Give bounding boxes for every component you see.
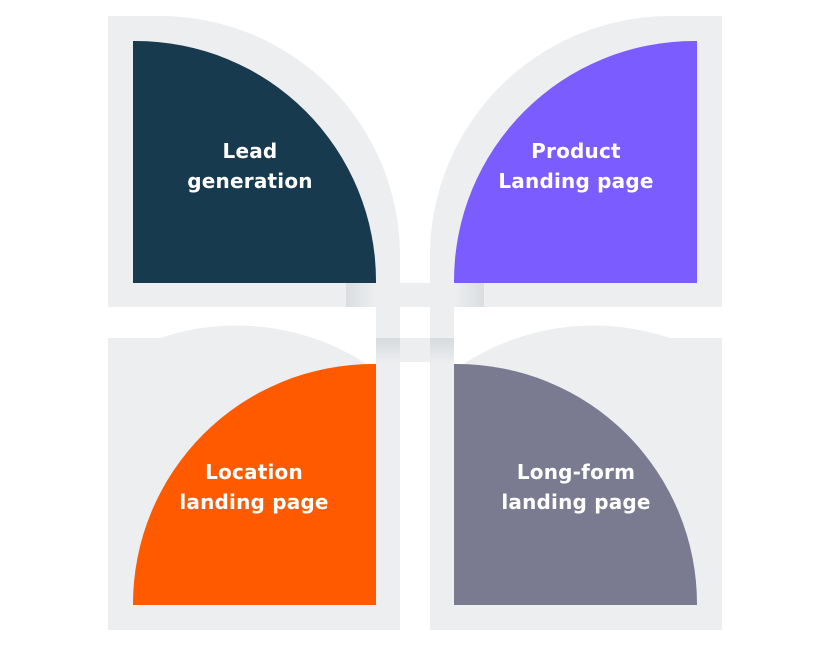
petal-label-line: Location: [205, 460, 303, 484]
petal-label-product-landing-page: Product Landing page: [456, 136, 696, 196]
frame-center-gap: [400, 307, 430, 338]
petal-label-lead-generation: Lead generation: [130, 136, 370, 196]
petal-label-line: Landing page: [498, 169, 654, 193]
petal-label-line: landing page: [501, 490, 651, 514]
petal-label-long-form-landing-page: Long-form landing page: [456, 457, 696, 517]
shade-top-right: [454, 283, 484, 307]
petal-top-right: [453, 40, 697, 283]
petal-label-line: Long-form: [516, 460, 636, 484]
petal-bottom-left: [132, 363, 376, 605]
petal-label-line: landing page: [179, 490, 329, 514]
frame-center-horizontal-top: [376, 283, 454, 307]
petal-label-line: generation: [187, 169, 313, 193]
frame-center-vertical-right: [430, 250, 454, 400]
petal-bottom-right: [454, 363, 698, 605]
petal-label-line: Lead: [222, 139, 278, 163]
shade-bottom-right: [430, 338, 454, 364]
shade-bottom-left: [376, 338, 400, 364]
shade-top-left: [346, 283, 376, 307]
petal-label-line: Product: [531, 139, 621, 163]
frame-center-vertical-left: [376, 250, 400, 400]
petal-top-left: [133, 40, 377, 283]
petal-label-location-landing-page: Location landing page: [134, 457, 374, 517]
